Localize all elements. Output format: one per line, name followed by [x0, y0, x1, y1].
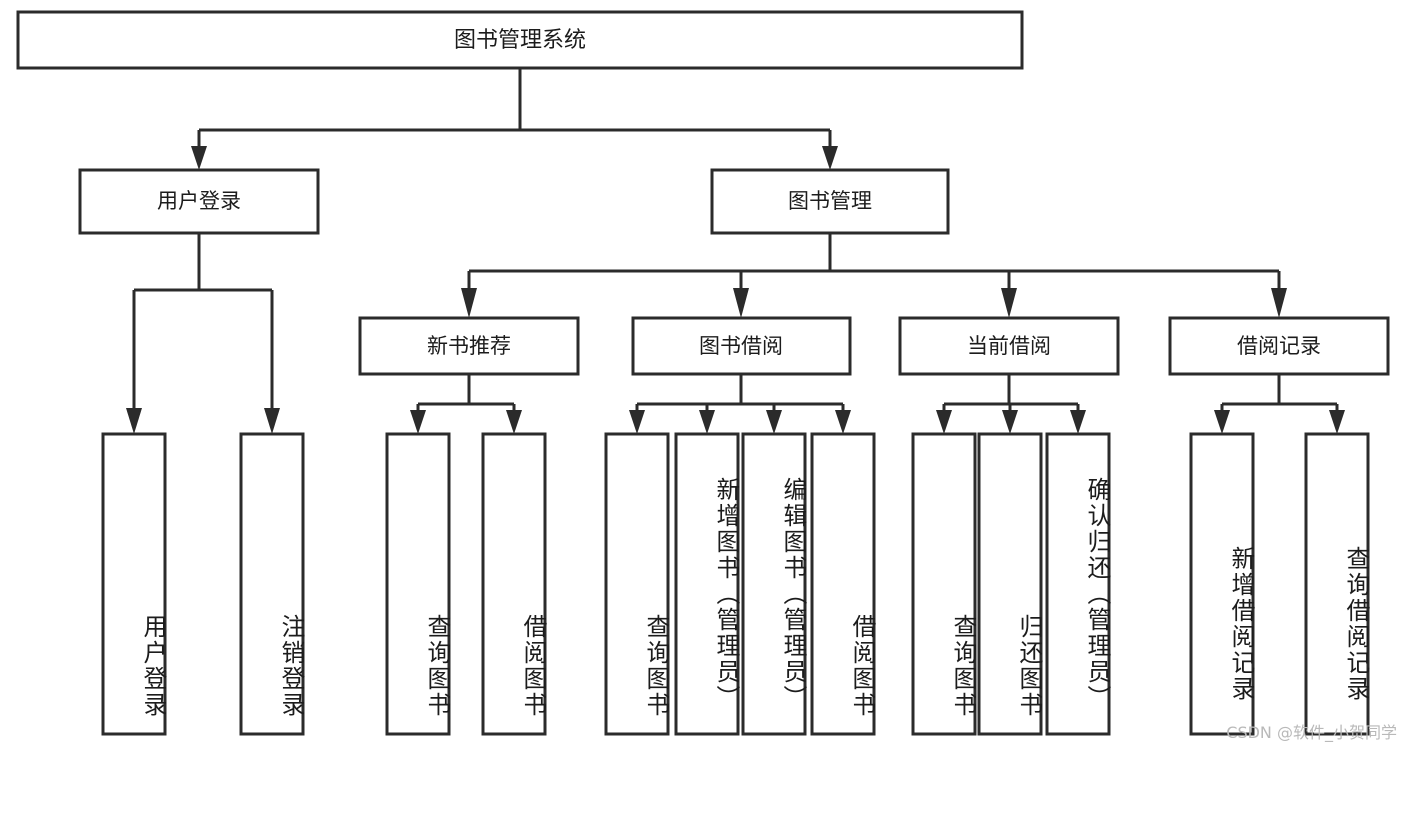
connectors-group — [126, 68, 1345, 434]
node-user-login-label: 用户登录 — [157, 189, 241, 213]
node-user-login[interactable]: 用户登录 — [78, 168, 320, 235]
arrowhead-borrow-record — [1271, 288, 1287, 318]
node-book-manage-label: 图书管理 — [788, 189, 872, 213]
arrowhead-leaf-add-record — [1214, 410, 1230, 434]
diagram-canvas: 图书管理系统 用户登录 图书管理 新书推荐 图书借阅 当前借阅 借阅记录 — [16, 10, 1397, 742]
arrowhead-leaf-borrow-book-1 — [506, 410, 522, 434]
arrowhead-leaf-user-login — [126, 408, 142, 434]
leaf-edit-book-box[interactable] — [741, 432, 807, 736]
node-new-book-rec[interactable]: 新书推荐 — [358, 316, 580, 376]
node-current-borrow-box[interactable] — [898, 316, 1120, 376]
leaf-query-book-2-box[interactable] — [604, 432, 670, 736]
node-book-borrow[interactable]: 图书借阅 — [631, 316, 852, 376]
arrowhead-leaf-user-logout — [264, 408, 280, 434]
leaf-query-record-box[interactable] — [1304, 432, 1370, 736]
arrowhead-leaf-confirm-return — [1070, 410, 1086, 434]
node-book-manage-box[interactable] — [710, 168, 950, 235]
arrowhead-leaf-query-book-2 — [629, 410, 645, 434]
node-borrow-record-box[interactable] — [1168, 316, 1390, 376]
node-borrow-record-label: 借阅记录 — [1237, 334, 1321, 358]
arrowhead-leaf-query-book-1 — [410, 410, 426, 434]
leaf-borrow-book-1-box[interactable] — [481, 432, 547, 736]
leaf-add-book-box[interactable] — [674, 432, 740, 736]
node-current-borrow[interactable]: 当前借阅 — [898, 316, 1120, 376]
csdn-watermark: CSDN @软件_小贺同学 — [1226, 723, 1397, 742]
node-root-label: 图书管理系统 — [454, 28, 586, 53]
arrowhead-leaf-edit-book — [766, 410, 782, 434]
arrowhead-current-borrow — [1001, 288, 1017, 318]
node-root[interactable]: 图书管理系统 — [16, 10, 1024, 70]
connector-new-book-rec-bus — [416, 374, 516, 412]
leaf-query-book-3-box[interactable] — [911, 432, 977, 736]
connector-root-bus — [197, 68, 832, 146]
connector-book-borrow-bus — [635, 374, 845, 412]
connector-borrow-record-bus — [1220, 374, 1339, 412]
leaf-user-logout-box[interactable] — [239, 432, 305, 736]
arrowhead-leaf-query-record — [1329, 410, 1345, 434]
node-current-borrow-label: 当前借阅 — [967, 334, 1051, 358]
node-new-book-rec-label: 新书推荐 — [427, 334, 511, 358]
arrowhead-leaf-return-book — [1002, 410, 1018, 434]
arrowhead-leaf-add-book — [699, 410, 715, 434]
arrowhead-book-borrow — [733, 288, 749, 318]
tree-diagram-svg: 图书管理系统 用户登录 图书管理 新书推荐 图书借阅 当前借阅 借阅记录 — [16, 10, 1390, 736]
leaf-add-record-box[interactable] — [1189, 432, 1255, 736]
arrowhead-leaf-borrow-book-2 — [835, 410, 851, 434]
leaf-query-book-1-box[interactable] — [385, 432, 451, 736]
node-book-manage[interactable]: 图书管理 — [710, 168, 950, 235]
node-new-book-rec-box[interactable] — [358, 316, 580, 376]
arrowhead-new-book-rec — [461, 288, 477, 318]
node-book-borrow-box[interactable] — [631, 316, 852, 376]
arrowhead-user-login — [191, 146, 207, 170]
connector-user-login-bus — [132, 233, 274, 408]
node-book-borrow-label: 图书借阅 — [699, 334, 783, 358]
leaf-confirm-return-box[interactable] — [1045, 432, 1111, 736]
node-root-box[interactable] — [16, 10, 1024, 70]
leaf-borrow-book-2-box[interactable] — [810, 432, 876, 736]
arrowhead-leaf-query-book-3 — [936, 410, 952, 434]
arrowhead-book-manage — [822, 146, 838, 170]
node-borrow-record[interactable]: 借阅记录 — [1168, 316, 1390, 376]
leaf-boxes-group — [101, 432, 1370, 736]
leaf-return-book-box[interactable] — [977, 432, 1043, 736]
connector-current-borrow-bus — [942, 374, 1080, 412]
connector-book-manage-bus — [467, 233, 1281, 288]
leaf-user-login-box[interactable] — [101, 432, 167, 736]
node-user-login-box[interactable] — [78, 168, 320, 235]
